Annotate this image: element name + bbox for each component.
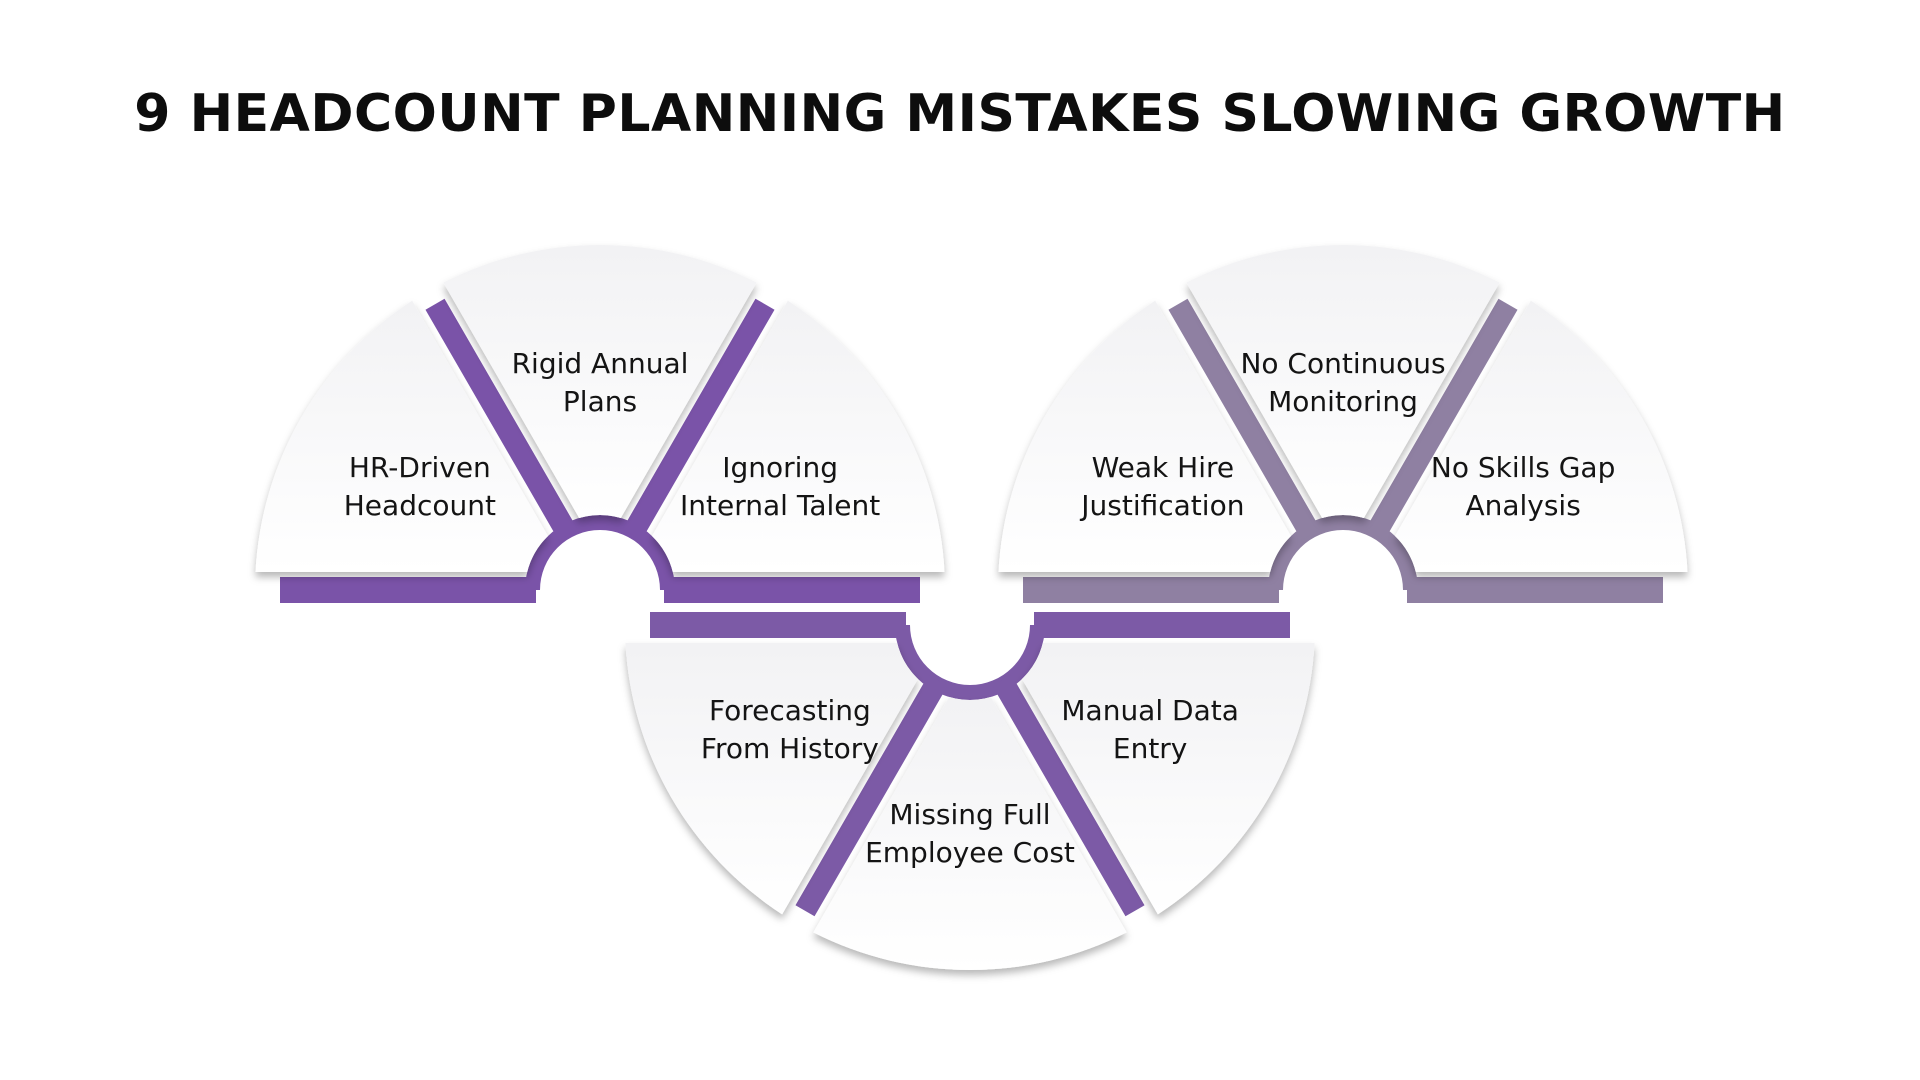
page-title: 9 HEADCOUNT PLANNING MISTAKES SLOWING GR…: [134, 84, 1786, 144]
band-spoke-left-1: [425, 298, 578, 541]
segment-shape-no-skills-gap-analysis: [1394, 300, 1688, 572]
band-ring-center: [895, 625, 1045, 700]
segment-label-line: Analysis: [1465, 489, 1580, 522]
segment-label-line: Monitoring: [1268, 385, 1418, 418]
segment-label-line: Plans: [563, 385, 637, 418]
band-spoke-left-0: [622, 298, 775, 541]
band-ring-right: [1268, 515, 1418, 590]
connector-band-center: [650, 612, 1290, 917]
segment-shape-no-continuous-monitoring: [1186, 245, 1500, 518]
band-spoke-right-1: [1168, 298, 1321, 541]
segment-label-line: From History: [701, 732, 879, 765]
segment-label-line: HR-Driven: [349, 451, 491, 484]
band-ring-left: [525, 515, 675, 590]
segment-label-line: Forecasting: [709, 694, 871, 727]
segment-label-line: Internal Talent: [680, 489, 880, 522]
segment-shape-forecasting-from-history: [625, 643, 919, 915]
segment-shape-ignoring-internal-talent: [651, 300, 945, 572]
segment-label-line: Ignoring: [722, 451, 838, 484]
segment-label-line: Justification: [1079, 489, 1244, 522]
segment-label-line: No Skills Gap: [1431, 451, 1615, 484]
segment-label-line: Headcount: [344, 489, 496, 522]
segment-label-line: No Continuous: [1240, 347, 1445, 380]
connector-band-left: [280, 298, 920, 603]
segment-label-line: Manual Data: [1061, 694, 1239, 727]
segment-shape-missing-full-employee-cost: [813, 697, 1127, 970]
connector-band-right: [1023, 298, 1663, 603]
band-spoke-center-1: [992, 674, 1145, 917]
segment-label-line: Employee Cost: [865, 836, 1075, 869]
band-spoke-right-0: [1365, 298, 1518, 541]
segment-label-line: Missing Full: [889, 798, 1050, 831]
segment-shape-weak-hire-justification: [998, 300, 1292, 572]
segment-label-line: Weak Hire: [1092, 451, 1235, 484]
segment-shape-rigid-annual-plans: [443, 245, 757, 518]
band-spoke-center-0: [795, 674, 948, 917]
segment-shape-manual-data-entry: [1021, 643, 1315, 915]
connector-bands: [280, 298, 1663, 917]
segment-shape-hr-driven-headcount: [255, 300, 549, 572]
segment-label-line: Entry: [1113, 732, 1188, 765]
segment-label-line: Rigid Annual: [512, 347, 689, 380]
